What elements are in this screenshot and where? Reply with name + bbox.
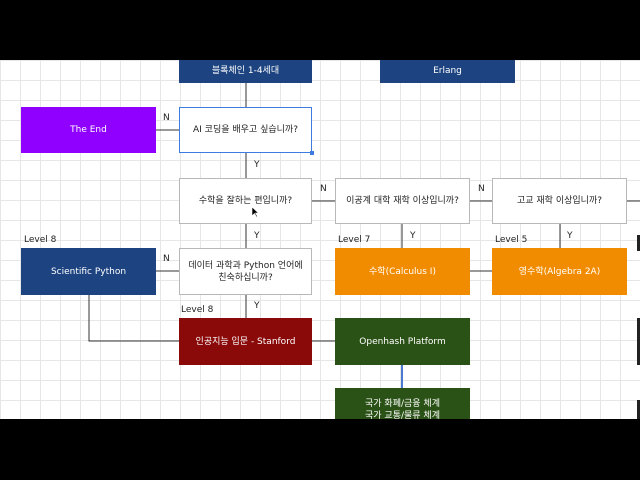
- node-national-systems[interactable]: 국가 화폐/금융 체계 국가 교통/물류 체계: [335, 388, 470, 419]
- node-scientific-python-label: Scientific Python: [50, 266, 127, 277]
- edge-label-y: Y: [410, 231, 416, 241]
- level-label-ai-stanford: Level 8: [181, 305, 214, 315]
- level-label-algebra: Level 5: [495, 235, 528, 245]
- node-openhash-label: Openhash Platform: [359, 336, 446, 347]
- node-the-end-label: The End: [70, 125, 107, 135]
- node-question-highschool-label: 고교 재학 이상입니까?: [516, 196, 603, 206]
- node-scientific-python[interactable]: Scientific Python: [21, 248, 156, 295]
- node-algebra[interactable]: 영수학(Algebra 2A): [492, 248, 627, 295]
- node-calculus[interactable]: 수학(Calculus I): [335, 248, 470, 295]
- node-top-right[interactable]: Erlang: [380, 60, 515, 83]
- node-national-line2: 국가 교통/물류 체계: [365, 411, 440, 419]
- node-question-ai-label: AI 코딩을 배우고 싶습니까?: [193, 125, 298, 135]
- edge-label-y: Y: [567, 231, 573, 241]
- node-the-end[interactable]: The End: [21, 107, 156, 153]
- resize-handle[interactable]: [310, 151, 314, 155]
- edge-label-n: N: [163, 113, 170, 123]
- connector-layer: [88, 83, 640, 388]
- node-top-left-label: 블록체인 1-4세대: [211, 65, 280, 76]
- node-ai-stanford-label: 인공지능 입문 - Stanford: [195, 336, 296, 347]
- offscreen-node-edge: [637, 400, 640, 419]
- level-label-scientific-python: Level 8: [24, 235, 57, 245]
- node-question-python-label: 데이터 과학과 Python 언어에 친숙하십니까?: [188, 260, 303, 283]
- node-question-college[interactable]: 이공계 대학 재학 이상입니까?: [335, 178, 470, 224]
- edge-label-n: N: [163, 254, 170, 264]
- node-top-left[interactable]: 블록체인 1-4세대: [179, 60, 312, 83]
- node-openhash[interactable]: Openhash Platform: [335, 318, 470, 365]
- edge-label-n: N: [320, 184, 327, 194]
- mouse-cursor-icon: [251, 206, 259, 218]
- offscreen-node-edge: [637, 235, 640, 251]
- edge-label-n: N: [478, 184, 485, 194]
- node-question-highschool[interactable]: 고교 재학 이상입니까?: [492, 178, 627, 224]
- offscreen-node-edge: [637, 318, 640, 365]
- node-question-python[interactable]: 데이터 과학과 Python 언어에 친숙하십니까?: [179, 248, 312, 295]
- node-question-college-label: 이공계 대학 재학 이상입니까?: [346, 196, 459, 206]
- edge-label-y: Y: [254, 160, 260, 170]
- node-question-ai[interactable]: AI 코딩을 배우고 싶습니까?: [179, 107, 312, 153]
- node-ai-stanford[interactable]: 인공지능 입문 - Stanford: [179, 318, 312, 365]
- edge-scipy-to-ai-stanford: [88, 295, 179, 342]
- edge-label-y: Y: [254, 301, 260, 311]
- node-calculus-label: 수학(Calculus I): [369, 266, 436, 277]
- edge-label-y: Y: [254, 231, 260, 241]
- diagram-canvas[interactable]: 블록체인 1-4세대 Erlang The End AI 코딩을 배우고 싶습니…: [0, 60, 640, 419]
- node-algebra-label: 영수학(Algebra 2A): [518, 266, 601, 277]
- level-label-calculus: Level 7: [338, 235, 371, 245]
- node-question-math[interactable]: 수학을 잘하는 편입니까?: [179, 178, 312, 224]
- node-national-line1: 국가 화폐/금융 체계: [365, 399, 440, 409]
- node-question-math-label: 수학을 잘하는 편입니까?: [198, 196, 293, 206]
- node-top-right-label: Erlang: [433, 65, 462, 76]
